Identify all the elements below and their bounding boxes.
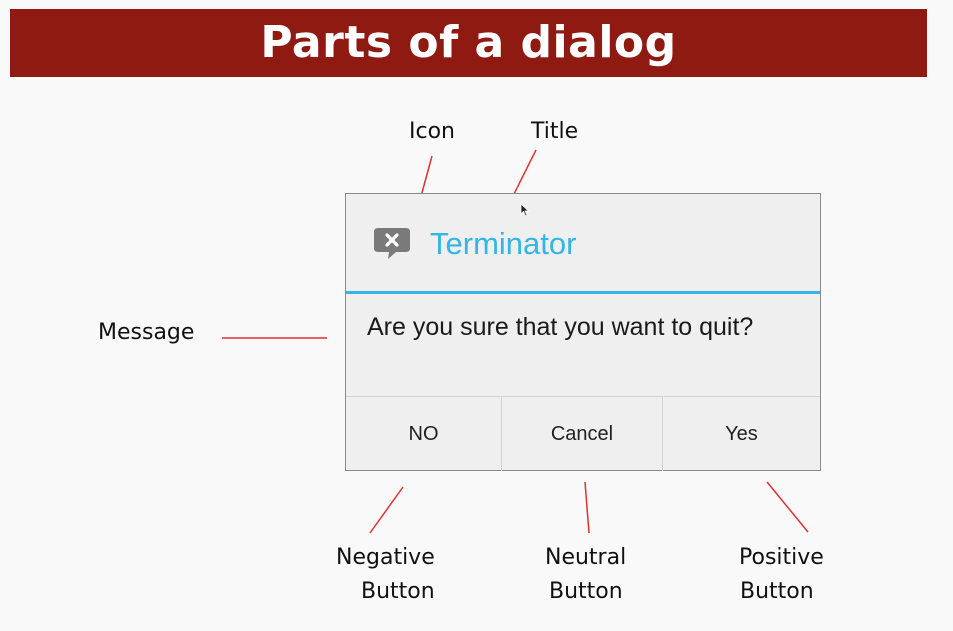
positive-label-line2: Button xyxy=(740,579,814,604)
sample-dialog: Terminator Are you sure that you want to… xyxy=(345,193,821,471)
message-label: Message xyxy=(98,320,195,345)
dialog-button-row: NO Cancel Yes xyxy=(346,396,820,471)
page-title: Parts of a dialog xyxy=(260,17,677,68)
neutral-button[interactable]: Cancel xyxy=(502,397,663,471)
negative-button[interactable]: NO xyxy=(346,397,502,471)
neutral-label-line1: Neutral xyxy=(545,545,627,570)
title-label: Title xyxy=(531,119,579,144)
positive-connector xyxy=(766,481,809,533)
neutral-label-line2: Button xyxy=(549,579,623,604)
negative-label-line2: Button xyxy=(361,579,435,604)
positive-label-line1: Positive xyxy=(739,545,824,570)
positive-button[interactable]: Yes xyxy=(725,422,758,445)
dialog-header: Terminator xyxy=(346,194,820,294)
mouse-cursor-icon xyxy=(520,203,530,217)
title-banner: Parts of a dialog xyxy=(10,9,927,77)
negative-connector xyxy=(369,486,404,534)
dialog-message: Are you sure that you want to quit? xyxy=(367,313,754,341)
negative-label-line1: Negative xyxy=(336,545,435,570)
chat-close-icon xyxy=(374,228,410,259)
icon-label: Icon xyxy=(409,119,455,144)
neutral-connector xyxy=(584,481,590,534)
dialog-title: Terminator xyxy=(430,226,577,261)
